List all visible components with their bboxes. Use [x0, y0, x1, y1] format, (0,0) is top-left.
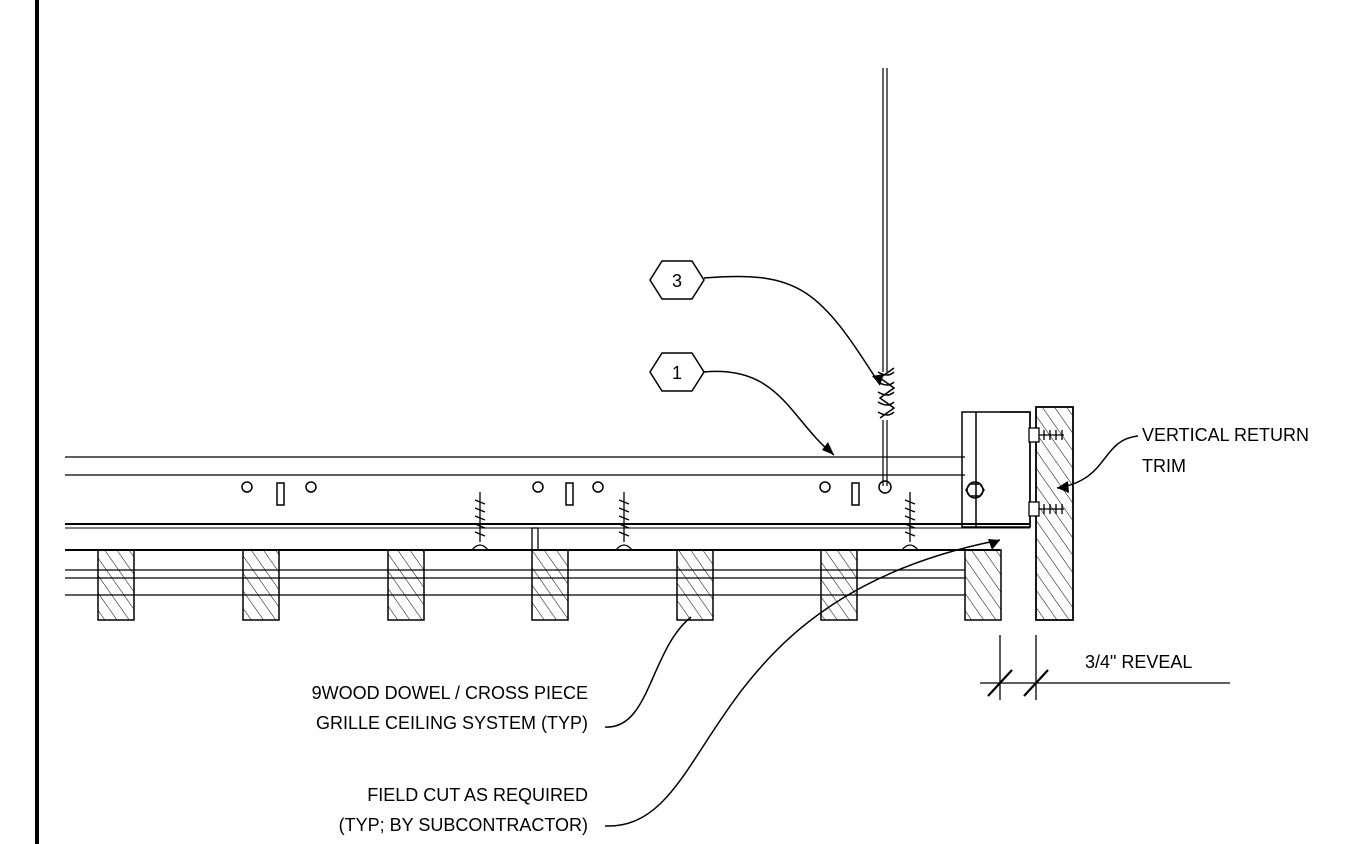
field-cut-label-2: (TYP; BY SUBCONTRACTOR) [339, 815, 588, 835]
tag-1-label: 1 [672, 363, 682, 383]
tag-3-label: 3 [672, 271, 682, 291]
main-runner [65, 456, 1030, 529]
left-border-line [35, 0, 39, 844]
trim-screws [1028, 427, 1064, 517]
vertical-return-label-1: VERTICAL RETURN [1142, 425, 1309, 445]
splice-clip [531, 527, 539, 551]
trim-clip-bracket [961, 411, 1031, 528]
dowel-label-2: GRILLE CEILING SYSTEM (TYP) [316, 713, 588, 733]
reveal-label: 3/4" REVEAL [1085, 652, 1192, 672]
hanger-wire [877, 68, 896, 494]
runner-screws [471, 492, 919, 551]
tag-3-callout[interactable]: 3 [649, 260, 884, 386]
field-cut-label-1: FIELD CUT AS REQUIRED [367, 785, 588, 805]
runner-holes [241, 481, 860, 506]
dowel-label-1: 9WOOD DOWEL / CROSS PIECE [312, 683, 588, 703]
vertical-return-trim [1035, 406, 1074, 621]
leader-lines [604, 435, 1139, 827]
wood-dowels [97, 549, 1002, 621]
field-cut-leader-arrow [988, 539, 1000, 550]
reveal-dimension [980, 635, 1230, 700]
vertical-return-label-2: TRIM [1142, 456, 1186, 476]
tag-1-callout[interactable]: 1 [649, 352, 835, 456]
trim-leader-arrow [1057, 481, 1069, 493]
